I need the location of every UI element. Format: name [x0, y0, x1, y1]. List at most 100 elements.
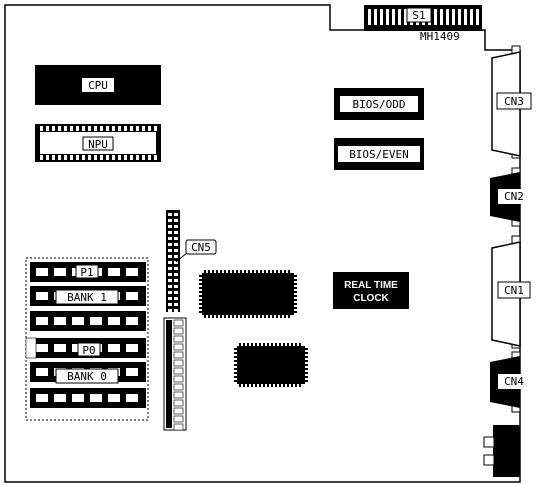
qfp-pin: [271, 384, 273, 387]
qfp-pin: [263, 343, 265, 346]
header-pin: [168, 225, 172, 228]
qfp-pin: [299, 384, 301, 387]
dip-slot: [404, 9, 407, 25]
dip-slot: [398, 9, 401, 25]
header-pin: [174, 231, 178, 234]
socket-pin: [136, 155, 139, 160]
header-pin: [168, 273, 172, 276]
qfp-pin: [234, 360, 237, 362]
qfp-pin: [305, 368, 308, 370]
qfp-pin: [216, 270, 218, 273]
qfp-pin: [275, 343, 277, 346]
qfp-pin: [232, 270, 234, 273]
header-pin: [168, 237, 172, 240]
qfp-pin: [284, 270, 286, 273]
jumper-cell: [173, 375, 184, 383]
simm-chip-window: [36, 268, 48, 276]
jumper-cell: [173, 367, 184, 375]
socket-pin: [154, 155, 157, 160]
qfp-pin: [294, 287, 297, 289]
simm-chip-window: [126, 344, 138, 352]
header-pin: [168, 303, 172, 306]
qfp-pin: [234, 348, 237, 350]
simm-chip-window: [36, 394, 48, 402]
qfp-pin: [240, 270, 242, 273]
qfp-pin: [220, 315, 222, 318]
qfp-pin: [287, 384, 289, 387]
qfp-pin: [234, 364, 237, 366]
qfp-pin: [291, 343, 293, 346]
header-pin: [168, 279, 172, 282]
qfp-pin: [271, 343, 273, 346]
qfp-pin: [199, 291, 202, 293]
simm-chip-window: [126, 292, 138, 300]
rtc-label-line2: CLOCK: [353, 293, 389, 304]
dip-slot: [374, 9, 377, 25]
qfp-pin: [234, 376, 237, 378]
qfp-pin: [199, 279, 202, 281]
simm-gap: [25, 337, 37, 359]
connector-cn2: CN2: [490, 167, 530, 227]
socket-pin: [118, 155, 121, 160]
header-pin: [174, 261, 178, 264]
qfp-pin: [305, 352, 308, 354]
cn5-label: CN5: [191, 241, 211, 254]
memory-area: P1 BANK 1 P0 BANK 0: [25, 257, 149, 421]
qfp-pin: [279, 384, 281, 387]
qfp-pin: [295, 384, 297, 387]
simm-chip-window: [126, 268, 138, 276]
jumper-cell: [173, 415, 184, 423]
header-pin: [174, 285, 178, 288]
bios-even-label: BIOS/EVEN: [349, 148, 409, 161]
qfp-pin: [239, 343, 241, 346]
jumper-cell: [173, 327, 184, 335]
qfp-pin: [248, 270, 250, 273]
socket-pin: [130, 126, 133, 131]
qfp-pin: [280, 270, 282, 273]
qfp-pin: [240, 315, 242, 318]
qfp-pin: [294, 295, 297, 297]
header-pin: [174, 249, 178, 252]
dip-slot: [380, 9, 383, 25]
qfp-pin: [279, 343, 281, 346]
qfp-pin: [275, 384, 277, 387]
qfp-pin: [234, 380, 237, 382]
socket-pin: [124, 155, 127, 160]
header-pin: [174, 291, 178, 294]
header-pin: [168, 243, 172, 246]
bank0-label: BANK 0: [67, 370, 107, 383]
header-pin: [168, 219, 172, 222]
qfp-pin: [216, 315, 218, 318]
qfp-pin: [252, 315, 254, 318]
npu-socket: NPU: [35, 124, 161, 162]
socket-pin: [52, 155, 55, 160]
qfp-pin: [243, 384, 245, 387]
simm-chip-window: [36, 317, 48, 325]
qfp-pin: [294, 299, 297, 301]
jumper-cell: [173, 407, 184, 415]
cpu-label: CPU: [88, 79, 108, 92]
qfp-pin: [288, 270, 290, 273]
socket-pin: [106, 126, 109, 131]
qfp-pin: [267, 384, 269, 387]
real-time-clock: REAL TIME CLOCK: [333, 272, 409, 309]
simm-chip-window: [90, 394, 102, 402]
header-pin: [174, 309, 178, 312]
qfp-pin: [291, 384, 293, 387]
qfp-pin: [208, 270, 210, 273]
header-pin: [168, 309, 172, 312]
socket-pin: [64, 155, 67, 160]
qfp-pin: [259, 343, 261, 346]
socket-pin: [70, 126, 73, 131]
socket-pin: [58, 126, 61, 131]
socket-pin: [94, 155, 97, 160]
header-cn5: CN5: [166, 210, 217, 312]
dip-slot: [368, 9, 371, 25]
qfp-pin: [220, 270, 222, 273]
jumper-cell: [173, 319, 184, 327]
cn4-label: CN4: [504, 375, 524, 388]
qfp-pin: [305, 376, 308, 378]
qfp-pin: [255, 384, 257, 387]
dip-slot: [476, 9, 479, 25]
qfp-pin: [272, 315, 274, 318]
